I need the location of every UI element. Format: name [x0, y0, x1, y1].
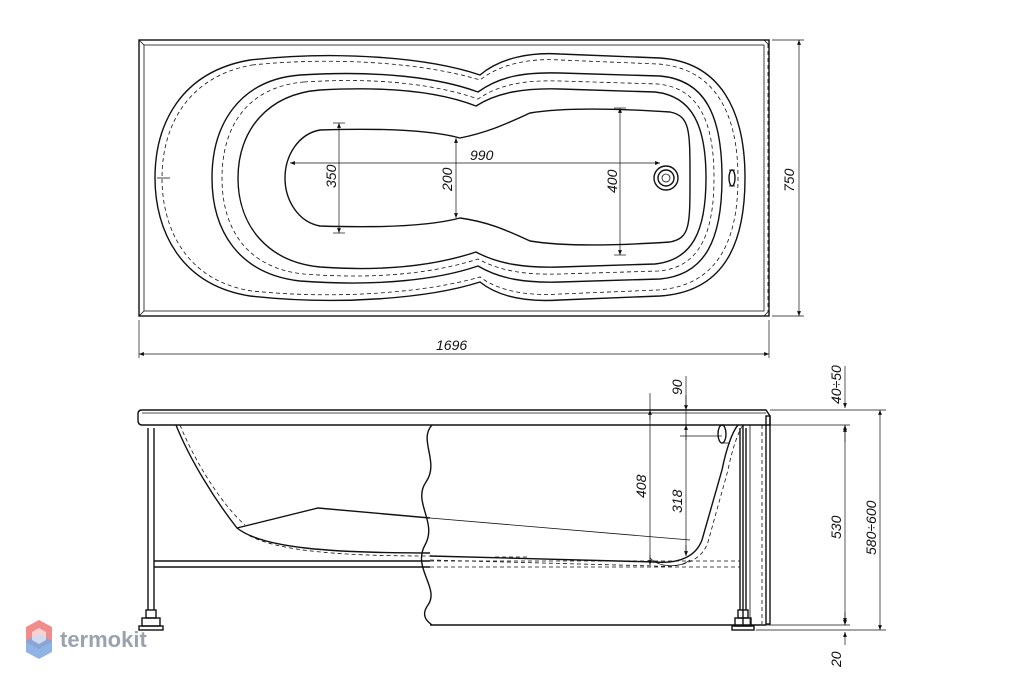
dim-label-head-width: 350	[323, 164, 339, 188]
dim-label-foot-width: 400	[604, 169, 620, 193]
termokit-watermark: termokit	[26, 620, 147, 659]
section-break-line	[420, 424, 433, 626]
termokit-logo-icon	[26, 620, 52, 659]
dim-label-overflow-offset: 90	[669, 379, 685, 395]
dim-label-inner-length: 990	[470, 147, 494, 163]
dim-label-total-height: 580÷600	[863, 500, 879, 555]
support-frame	[147, 428, 747, 610]
bowl-middle-contour	[211, 72, 723, 284]
tub-body-outer	[175, 424, 431, 529]
top-inner-rim	[143, 44, 765, 312]
dim-label-top-length: 1696	[436, 337, 467, 353]
bowl-outer-contour	[154, 52, 746, 302]
bowl-inner-floor	[284, 108, 691, 246]
drain-icon	[653, 165, 679, 191]
dim-label-leg-height: 20	[828, 651, 844, 668]
top-outer-rim	[138, 39, 770, 317]
tub-body-right	[429, 424, 739, 563]
side-overflow-icon	[717, 424, 730, 444]
dim-label-depth-inner: 318	[669, 489, 685, 513]
dim-label-depth-outer: 408	[633, 474, 649, 498]
support-leg-right	[731, 609, 755, 631]
side-rim	[137, 409, 771, 426]
dim-label-top-width: 750	[781, 168, 797, 192]
side-view: 408 90 318 40÷50 530 20 580÷600	[137, 365, 886, 668]
dim-label-waist-width: 200	[439, 167, 455, 192]
dim-label-rim-range: 40÷50	[828, 365, 844, 404]
front-panel	[765, 415, 771, 625]
top-view: 990 350 200 400 1696 750	[138, 39, 804, 358]
dim-label-body-height: 530	[828, 515, 844, 539]
watermark-brand-text: termokit	[60, 627, 147, 652]
overflow-icon	[728, 169, 736, 187]
support-leg-left	[138, 609, 164, 631]
bowl-floor-contour	[237, 88, 707, 270]
